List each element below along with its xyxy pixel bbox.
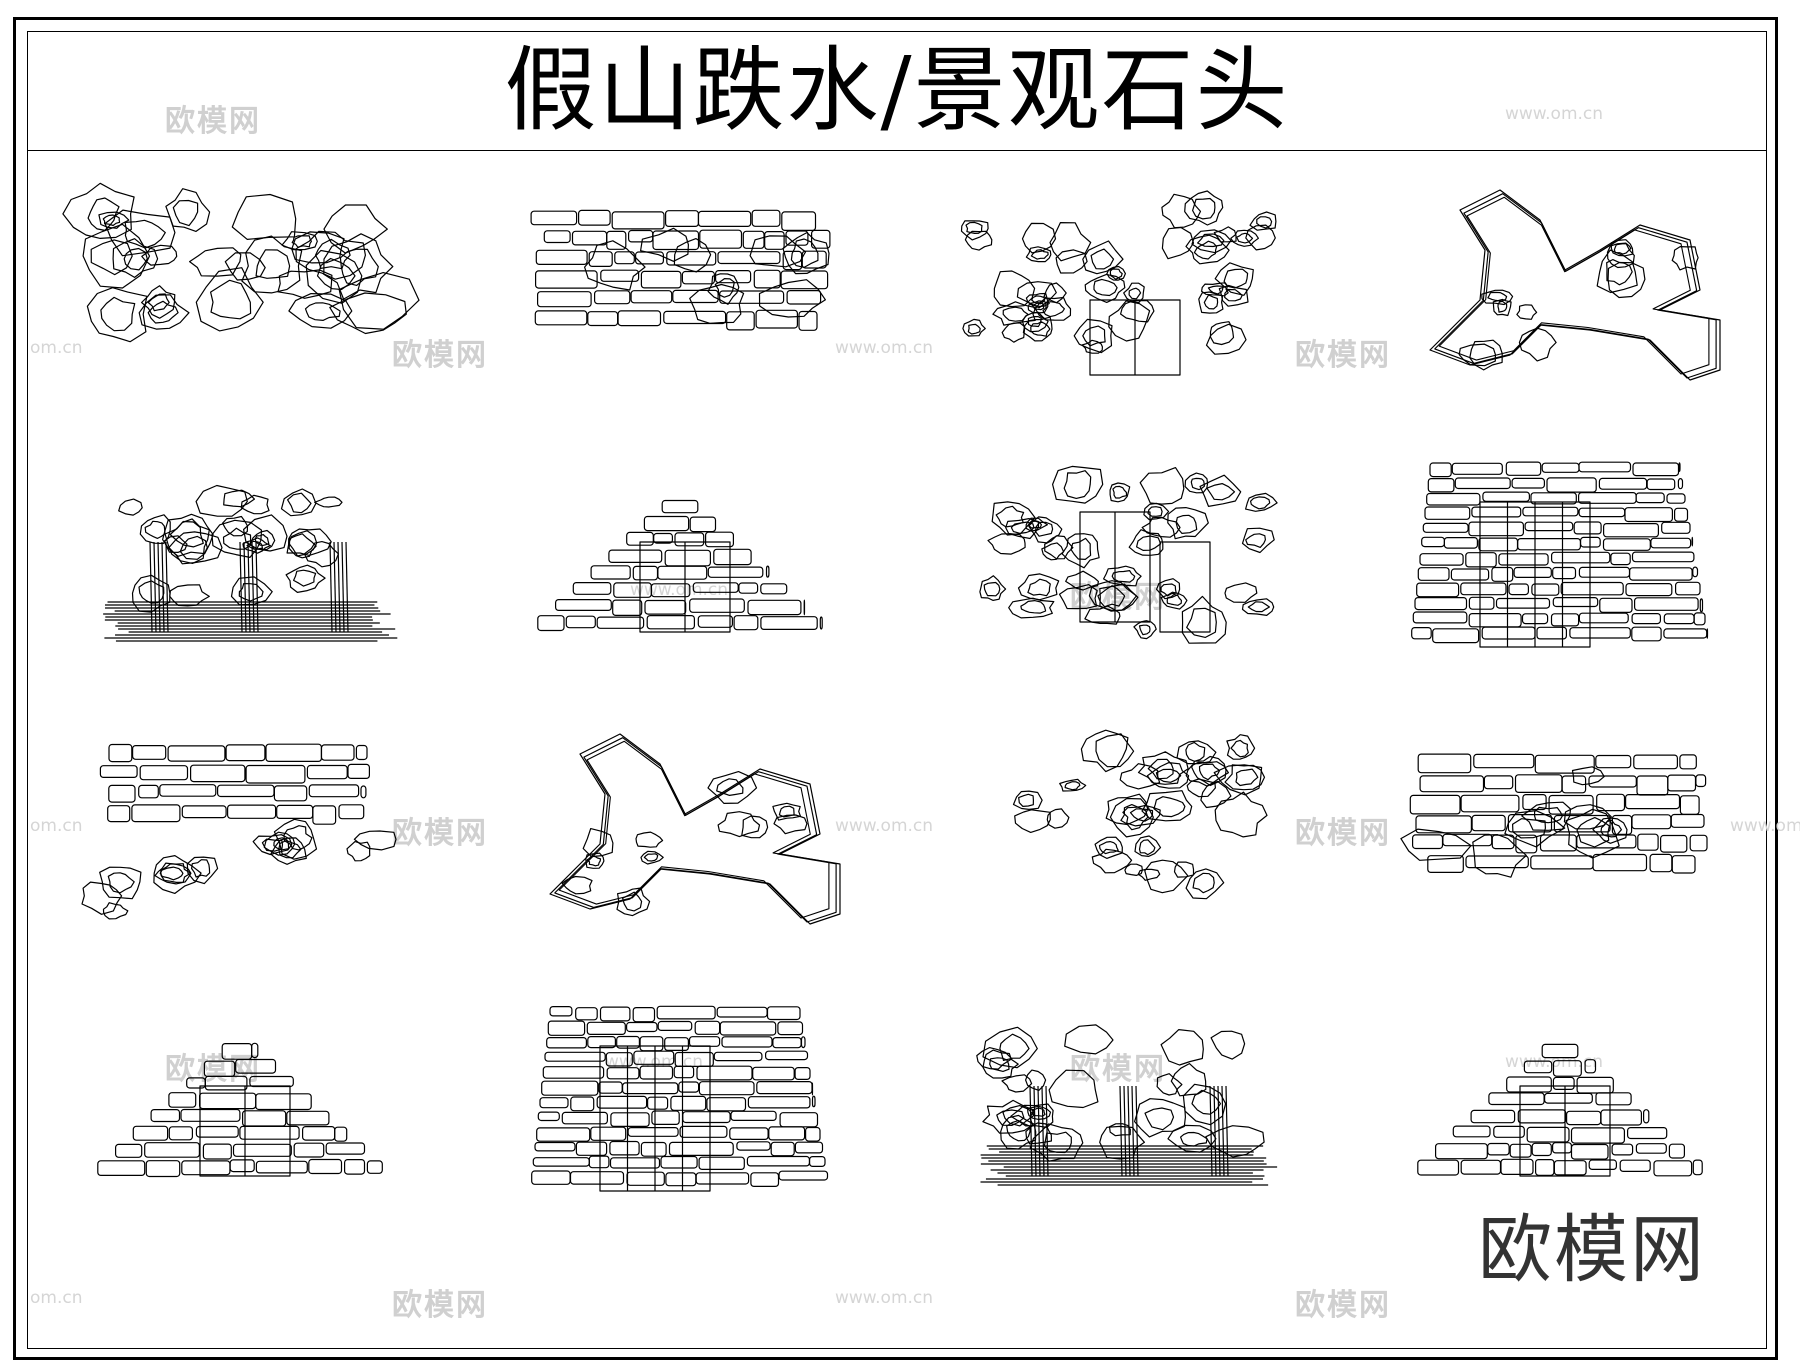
rock-line-art	[960, 190, 1277, 376]
rock-line-art	[97, 1042, 383, 1178]
rock-line-art	[62, 182, 420, 343]
rock-drawing	[70, 452, 410, 652]
watermark-url: www.om.cn	[630, 580, 729, 600]
rock-drawings-grid	[62, 180, 1770, 1300]
page-title: 假山跌水/景观石头	[504, 37, 1290, 144]
rock-drawing	[510, 996, 850, 1196]
rock-line-art	[530, 209, 831, 331]
watermark: 欧模网	[1295, 1288, 1391, 1323]
watermark-url: om.cn	[30, 338, 83, 358]
watermark-url: www.om.cn	[835, 1288, 934, 1308]
watermark: 欧模网	[392, 338, 488, 373]
rock-line-art	[1417, 1043, 1703, 1177]
rock-line-art	[537, 499, 823, 633]
rock-line-art	[81, 743, 397, 920]
rock-drawing	[1390, 996, 1730, 1196]
rock-line-art	[103, 484, 398, 642]
watermark: 欧模网	[1070, 1052, 1166, 1087]
rock-drawing	[70, 724, 410, 924]
watermark-url: www.om.cn	[835, 338, 934, 358]
rock-drawing	[510, 180, 850, 380]
rock-line-art	[531, 1005, 829, 1192]
rock-line-art	[1411, 461, 1709, 648]
watermark: 欧模网	[1295, 338, 1391, 373]
rock-drawing	[950, 996, 1290, 1196]
inner-frame	[27, 31, 1767, 1349]
watermark-url: www.om.cn	[1730, 816, 1800, 836]
watermark: 欧模网	[392, 1288, 488, 1323]
rock-drawing	[950, 180, 1290, 380]
watermark: 欧模网	[392, 816, 488, 851]
watermark-url: www.om.cn	[1505, 104, 1604, 124]
watermark: 欧模网	[1295, 816, 1391, 851]
rock-drawing	[510, 452, 850, 652]
rock-line-art	[1012, 729, 1268, 900]
watermark-url: www.om.cn	[835, 816, 934, 836]
watermark: 欧模网	[165, 1052, 261, 1087]
rock-drawing	[950, 452, 1290, 652]
rock-drawing	[70, 996, 410, 1196]
watermark-url: om.cn	[30, 1288, 83, 1308]
watermark-url: om.cn	[30, 816, 83, 836]
rock-line-art	[549, 733, 841, 925]
rock-line-art	[1400, 753, 1708, 878]
rock-drawing	[510, 724, 850, 925]
title-band: 假山跌水/景观石头	[27, 31, 1767, 151]
rock-drawing	[950, 724, 1290, 924]
rock-drawing	[1390, 452, 1730, 652]
watermark: 欧模网	[165, 104, 261, 139]
rock-drawing	[1390, 724, 1730, 924]
rock-line-art	[976, 1024, 1278, 1186]
rock-drawing	[1390, 180, 1730, 381]
rock-line-art	[979, 465, 1278, 644]
brand-logo: 欧模网	[1478, 1207, 1706, 1293]
rock-line-art	[1429, 189, 1721, 381]
outer-frame	[13, 17, 1778, 1360]
rock-drawing	[62, 180, 420, 380]
